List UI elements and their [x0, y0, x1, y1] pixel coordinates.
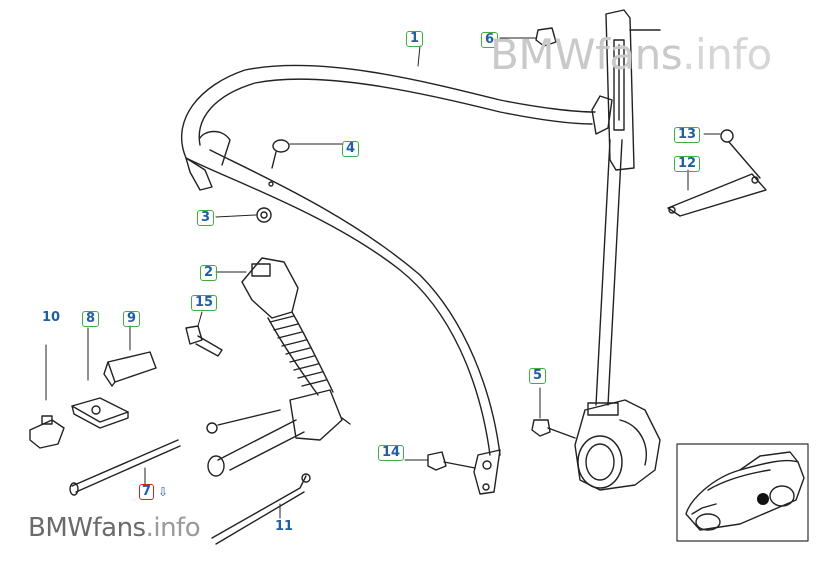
callout-9[interactable]: 9 — [123, 311, 141, 327]
callout-14[interactable]: 14 — [378, 445, 405, 461]
bolt-5 — [531, 419, 576, 439]
callout-10[interactable]: 10 — [42, 310, 61, 325]
bolt-14 — [427, 451, 476, 471]
belt-vertical — [595, 139, 623, 406]
watermark-suffix: .info — [682, 30, 772, 79]
cable-7 — [69, 439, 181, 496]
bolt-13 — [720, 129, 761, 179]
cover-9 — [103, 351, 157, 387]
callout-5[interactable]: 5 — [529, 368, 547, 384]
callout-7[interactable]: 7 — [139, 484, 155, 500]
callout-11[interactable]: 11 — [275, 519, 294, 534]
belt-location-marker — [757, 493, 769, 505]
callout-1[interactable]: 1 — [406, 31, 424, 47]
watermark-bottom: BMWfans.info — [28, 513, 201, 543]
callout-8[interactable]: 8 — [82, 311, 100, 327]
down-arrow-icon: ⇩ — [158, 485, 169, 499]
belt-retractor — [574, 399, 661, 491]
lower-anchor — [473, 449, 501, 495]
buckle-ribbed-sleeve — [269, 315, 327, 387]
callout-13[interactable]: 13 — [674, 127, 701, 143]
belt-strap — [180, 64, 596, 456]
bolt-15 — [185, 325, 223, 357]
clip-10 — [29, 415, 65, 449]
watermark-brand: BMWfans — [28, 513, 146, 543]
callout-4[interactable]: 4 — [342, 141, 360, 157]
height-adjuster — [591, 9, 661, 171]
watermark-suffix: .info — [145, 513, 201, 543]
callout-2[interactable]: 2 — [200, 265, 218, 281]
callout-12[interactable]: 12 — [674, 156, 701, 172]
watermark-top: BMWfans.info — [490, 30, 772, 79]
callout-15[interactable]: 15 — [191, 295, 218, 311]
cable-tie-11 — [211, 473, 311, 545]
bar-12 — [667, 173, 767, 217]
belt-buckle — [206, 257, 351, 477]
plate-8 — [71, 397, 129, 429]
callout-3[interactable]: 3 — [197, 210, 215, 226]
callout-6[interactable]: 6 — [481, 32, 499, 48]
car-inset — [676, 443, 809, 542]
leader-lines — [45, 37, 721, 519]
watermark-brand: BMWfans — [490, 30, 683, 79]
nut-3 — [256, 207, 272, 223]
cap-4 — [268, 139, 290, 187]
